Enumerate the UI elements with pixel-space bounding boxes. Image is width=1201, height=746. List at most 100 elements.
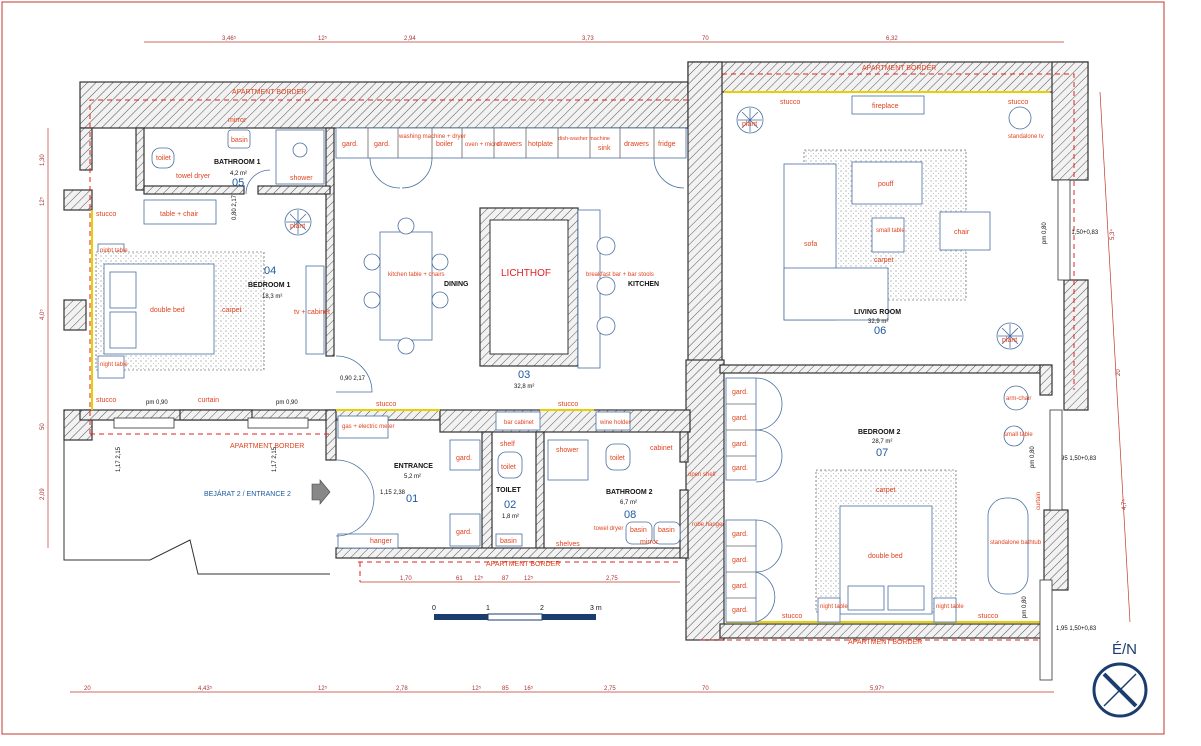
room-name-02: TOILET	[496, 487, 521, 494]
kitchen-cabinet-row	[335, 127, 687, 189]
chair-label: chair	[954, 229, 970, 236]
tv-cabinet-label: tv + cabinet	[294, 309, 330, 316]
curtain-label: curtain	[1036, 492, 1042, 510]
small-table	[871, 217, 905, 253]
scale-label: 3 m	[590, 605, 602, 612]
shower	[547, 439, 589, 481]
basin	[495, 533, 523, 547]
north-arrow-icon	[1092, 662, 1148, 718]
night-table	[817, 597, 841, 623]
kitchen-table-label: kitchen table + chairs	[388, 272, 445, 278]
dim-inner: 1,70	[400, 576, 412, 582]
wardrobe-label: gard.	[456, 529, 472, 536]
shelves-label: shelves	[556, 541, 580, 548]
window-frames	[113, 179, 1071, 681]
wardrobe-label: gard.	[732, 607, 748, 614]
bar-cabinet	[495, 411, 541, 431]
table-chair	[143, 199, 217, 225]
night-table	[97, 355, 125, 379]
scale-label: 0	[432, 605, 436, 612]
room-area-02: 1,8 m²	[502, 514, 519, 520]
small-table	[1003, 425, 1025, 447]
double-bed-label: double bed	[868, 553, 903, 560]
window-dim: 1,95 1,50+0,83	[1056, 456, 1097, 462]
dim-left: 12⁵	[39, 196, 46, 206]
dim-left: 4,0⁵	[39, 309, 46, 320]
room-area-05: 4,2 m²	[230, 171, 247, 177]
dim-bottom: 2,75	[604, 686, 616, 692]
basin	[625, 521, 653, 545]
chair	[939, 211, 991, 251]
window-dim: 1,95 1,50+0,83	[1056, 626, 1097, 632]
room-number-04: 04	[264, 265, 276, 277]
dim-inner: 61	[456, 576, 463, 582]
room-number-08: 08	[624, 509, 636, 521]
dim-inner: 12⁵	[524, 575, 534, 582]
cabinet-label: gard.	[374, 141, 390, 148]
apartment-border-label: APARTMENT BORDER	[232, 89, 306, 96]
door-entrance[interactable]	[335, 497, 375, 537]
wardrobe-label: gard.	[456, 455, 472, 462]
cabinet-label: dish-washer machine	[558, 136, 610, 142]
tv-cabinet	[305, 265, 325, 355]
plant-icon	[284, 208, 312, 236]
stucco-label: stucco	[96, 397, 116, 404]
stucco-label: stucco	[780, 99, 800, 106]
kitchen-table	[379, 231, 433, 341]
table-chair-label: table + chair	[160, 211, 199, 218]
dim-bottom: 4,43⁵	[198, 685, 213, 692]
apartment-border-label: APARTMENT BORDER	[486, 561, 560, 568]
room-area-01: 5,2 m²	[404, 474, 421, 480]
wine-holder	[595, 411, 631, 431]
room-area-06: 32,9 m²	[868, 319, 888, 325]
wardrobe	[449, 439, 481, 471]
window-dim: pm 0,80	[1022, 596, 1028, 618]
bathtub-label: standalone bathtub	[990, 540, 1042, 546]
lichthof-label: LICHTHOF	[501, 268, 551, 279]
dim-right: 20	[1116, 369, 1122, 376]
carpet-label: carpet	[222, 307, 242, 314]
zone-dining: DINING	[444, 281, 469, 288]
scale-label: 2	[540, 605, 544, 612]
robe-hanger-label: robe hanger	[692, 522, 724, 528]
dim-bottom: 16⁵	[524, 685, 534, 692]
door-entrance[interactable]	[335, 459, 375, 499]
breakfast-bar-label: breakfast bar + bar stools	[586, 272, 654, 278]
door-dim: 1,15 2,38	[380, 490, 406, 496]
room-name-01: ENTRANCE	[394, 463, 433, 470]
wardrobe-label: gard.	[732, 531, 748, 538]
shelf-label: shelf	[500, 441, 515, 448]
room-name-07: BEDROOM 2	[858, 429, 901, 436]
door-bedroom-1[interactable]	[335, 355, 373, 393]
cabinet-label: drawers	[497, 141, 522, 148]
dim-bottom: 70	[702, 686, 709, 692]
basin	[653, 521, 681, 545]
cabinet-label: boiler	[436, 141, 454, 148]
plant-label: plant	[290, 223, 305, 230]
bar-cabinet-label: bar cabinet	[504, 420, 534, 426]
apartment-border-label: APARTMENT BORDER	[862, 65, 936, 72]
hanger	[337, 533, 399, 549]
basin-label: basin	[500, 538, 517, 545]
towel-dryer-label: towel dryer	[176, 173, 211, 180]
dim-top: 3,73	[582, 36, 594, 42]
dim-inner: 87	[502, 576, 509, 582]
dim-inner: 2,75	[606, 576, 618, 582]
fireplace-label: fireplace	[872, 103, 899, 110]
room-area-03: 32,8 m²	[514, 384, 534, 390]
door-bathroom-1[interactable]	[245, 169, 271, 195]
dim-bottom: 2,78	[396, 686, 408, 692]
room-number-02: 02	[504, 499, 516, 511]
apartment-border-label: APARTMENT BORDER	[848, 639, 922, 646]
dim-top: 70	[702, 36, 709, 42]
room-area-07: 28,7 m²	[872, 439, 892, 445]
basin-label: basin	[231, 137, 248, 144]
wardrobe-label: gard.	[732, 441, 748, 448]
compass-label: É/N	[1112, 641, 1137, 658]
apartment-border	[89, 73, 1075, 641]
small-table-label: small table	[876, 228, 905, 234]
night-table-label: night table	[936, 604, 964, 610]
plant-icon	[736, 106, 764, 134]
window-dim: pm 0,80	[1030, 446, 1036, 468]
